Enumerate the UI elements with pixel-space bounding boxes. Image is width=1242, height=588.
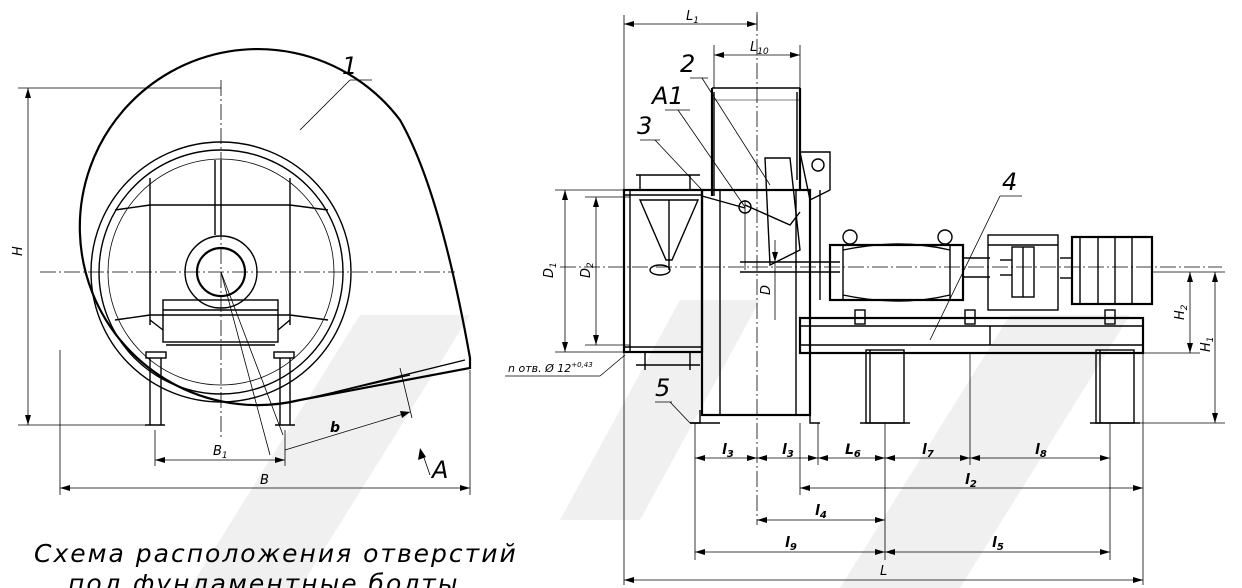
callout-3: 3 xyxy=(637,112,652,140)
dim-l9: l9 xyxy=(785,535,797,553)
dim-D1: D1 xyxy=(542,262,559,278)
left-view-labels: 1 H B1 B b A xyxy=(11,52,448,488)
callout-5: 5 xyxy=(655,374,670,402)
dim-l5: l5 xyxy=(992,535,1004,553)
dim-L1: L1 xyxy=(686,9,699,26)
dim-H1: H1 xyxy=(1199,336,1216,352)
watermark-logo xyxy=(190,300,1130,588)
dim-D2: D2 xyxy=(579,262,596,278)
dim-l3-a: l3 xyxy=(722,442,734,460)
dim-l8: l8 xyxy=(1035,442,1047,460)
dim-l6: L6 xyxy=(845,442,861,460)
dim-l2: l2 xyxy=(965,472,977,490)
callout-4: 4 xyxy=(1002,168,1017,196)
dim-l3-b: l3 xyxy=(782,442,794,460)
caption-line-2: под фундаментные болты xyxy=(68,569,460,588)
dim-l7: l7 xyxy=(922,442,934,460)
fan-front-view xyxy=(18,47,472,495)
fan-side-view xyxy=(505,12,1225,585)
callout-1: 1 xyxy=(342,52,357,80)
caption-line-1: Схема расположения отверстий xyxy=(34,539,518,568)
caption: Схема расположения отверстий под фундаме… xyxy=(34,539,518,588)
dim-B: B xyxy=(260,473,269,488)
dim-H: H xyxy=(11,246,26,256)
callout-A1: A1 xyxy=(650,82,684,110)
dim-holes: n отв. Ø 12+0,43 xyxy=(508,361,593,375)
callout-2: 2 xyxy=(680,50,695,78)
view-arrow-A: A xyxy=(430,456,448,484)
dim-B1: B1 xyxy=(213,444,228,461)
dim-D: D xyxy=(759,285,774,295)
right-view-labels: 2 A1 3 4 5 L1 L10 D1 D2 D H2 H1 n отв. Ø… xyxy=(508,9,1216,579)
dim-b: b xyxy=(330,420,340,436)
dim-H2: H2 xyxy=(1173,304,1190,320)
dim-l4: l4 xyxy=(815,503,827,521)
dim-L: L xyxy=(880,564,887,579)
dim-L10: L10 xyxy=(750,40,769,57)
